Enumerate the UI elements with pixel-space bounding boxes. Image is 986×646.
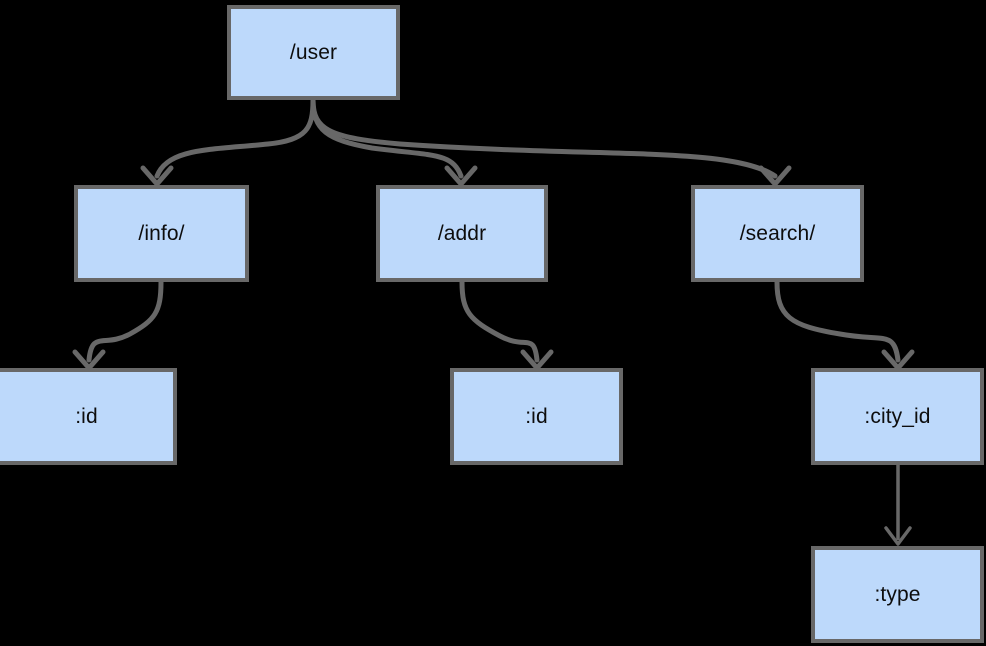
edge-user-to-info xyxy=(140,97,316,187)
node-addr[interactable]: /addr xyxy=(376,185,548,282)
edge-user-to-addr xyxy=(310,97,478,187)
node-user[interactable]: /user xyxy=(227,5,400,100)
node-addr-label: /addr xyxy=(437,222,487,245)
node-id-under-info-label: :id xyxy=(75,405,98,428)
edge-info-to-id xyxy=(72,279,164,371)
node-city-id-label: :city_id xyxy=(864,405,931,428)
edge-city-id-to-type xyxy=(884,465,912,546)
node-search-label: /search/ xyxy=(739,222,816,245)
node-city-id[interactable]: :city_id xyxy=(811,368,984,465)
node-search[interactable]: /search/ xyxy=(691,185,864,282)
edge-search-to-city-id xyxy=(774,279,915,371)
node-type[interactable]: :type xyxy=(811,546,984,643)
node-info[interactable]: /info/ xyxy=(74,185,249,282)
node-user-label: /user xyxy=(289,41,338,64)
edge-addr-to-id xyxy=(459,279,554,371)
node-id-under-info[interactable]: :id xyxy=(0,368,177,465)
node-info-label: /info/ xyxy=(138,222,185,245)
node-type-label: :type xyxy=(874,583,921,606)
edge-user-to-search xyxy=(310,97,792,187)
node-id-under-addr[interactable]: :id xyxy=(450,368,623,465)
node-id-under-addr-label: :id xyxy=(525,405,548,428)
